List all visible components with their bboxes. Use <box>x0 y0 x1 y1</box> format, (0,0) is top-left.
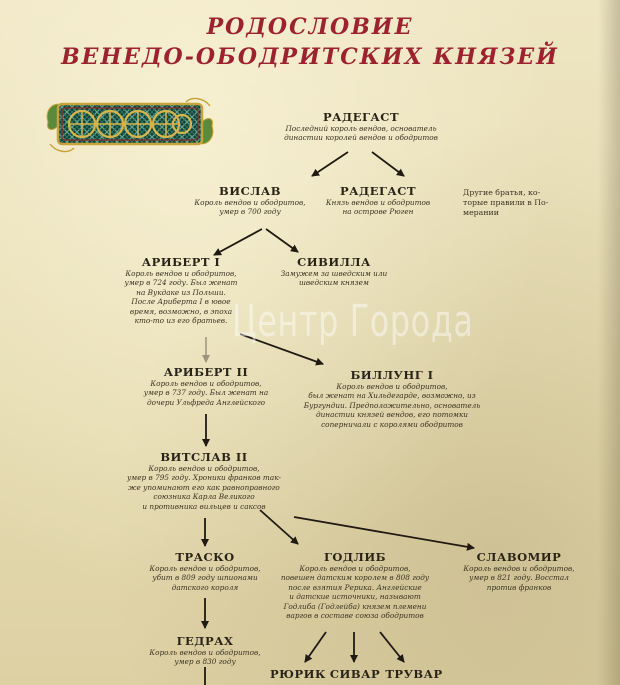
node-name: СИВАР <box>329 667 381 681</box>
node-radegast-1: РАДЕГАСТ Последний король вендов, основа… <box>266 110 456 143</box>
node-trasko: ТРАСКО Король вендов и ободритов, убит в… <box>142 550 268 592</box>
node-truvar: ТРУВАР <box>382 667 446 681</box>
node-name: ГЕДРАХ <box>176 634 234 648</box>
node-name: ТРАСКО <box>175 550 235 564</box>
arrow-vislav-aribert1 <box>213 228 263 256</box>
node-name: РАДЕГАСТ <box>339 184 417 198</box>
arrow-vitslav2-slavomir <box>293 516 475 551</box>
node-description: Замужем за шведским или шведским князем <box>280 269 388 288</box>
node-radegast-2: РАДЕГАСТ Князь вендов и ободритов на ост… <box>314 184 442 217</box>
node-name: СЛАВОМИР <box>476 550 562 564</box>
node-billung-1: БИЛЛУНГ I Король вендов и ободритов, был… <box>290 368 494 429</box>
node-description: Король вендов и ободритов, умер в 724 го… <box>124 269 238 326</box>
node-name: ВИСЛАВ <box>219 184 281 198</box>
node-description: Король вендов и ободритов, умер в 830 го… <box>149 648 261 667</box>
node-description: Последний король вендов, основатель дина… <box>284 124 438 143</box>
watermark: Центр Города <box>232 296 474 347</box>
node-name: РАДЕГАСТ <box>322 110 400 124</box>
node-gedrakh: ГЕДРАХ Король вендов и ободритов, умер в… <box>140 634 270 667</box>
node-description: Король вендов и ободритов, умер в 795 го… <box>126 464 282 511</box>
arrow-godlib-truvar <box>379 631 405 663</box>
node-description: Король вендов и ободритов, повешен датск… <box>280 564 430 621</box>
celtic-knot-ornament-icon <box>46 97 214 153</box>
arrow-aribert1-billung1 <box>239 333 324 366</box>
node-ryurik: РЮРИК <box>268 667 328 681</box>
node-description: Король вендов и ободритов, умер в 700 го… <box>194 198 306 217</box>
node-name: АРИБЕРТ II <box>163 365 249 379</box>
arrow-vitslav2-godlib <box>259 509 299 545</box>
node-name: ГОДЛИБ <box>323 550 387 564</box>
node-slavomir: СЛАВОМИР Король вендов и ободритов, умер… <box>454 550 584 592</box>
node-name: АРИБЕРТ I <box>141 255 221 269</box>
node-vitslav-2: ВИТСЛАВ II Король вендов и ободритов, ум… <box>116 450 292 511</box>
node-sivar: СИВАР <box>328 667 382 681</box>
side-note-brothers: Другие братья, ко- торые правили в По- м… <box>463 188 549 217</box>
arrow-vislav-sibilla <box>265 228 299 253</box>
node-name: ТРУВАР <box>385 667 443 681</box>
page-edge-shadow <box>598 0 620 685</box>
node-name: БИЛЛУНГ I <box>350 368 434 382</box>
node-aribert-2: АРИБЕРТ II Король вендов и ободритов, ум… <box>136 365 276 407</box>
title-line-2: ВЕНЕДО-ОБОДРИТСКИХ КНЯЗЕЙ <box>61 44 559 70</box>
node-description: Король вендов и ободритов, умер в 737 го… <box>143 379 269 407</box>
node-description: Князь вендов и ободритов на острове Рюге… <box>325 198 431 217</box>
node-description: Король вендов и ободритов, был женат на … <box>303 382 481 429</box>
node-name: РЮРИК <box>270 667 326 681</box>
node-name: СИВИЛЛА <box>297 255 371 269</box>
node-vislav: ВИСЛАВ Король вендов и ободритов, умер в… <box>190 184 310 217</box>
node-name: ВИТСЛАВ II <box>160 450 248 464</box>
title-line-1: РОДОСЛОВИЕ <box>206 14 414 40</box>
arrow-godlib-ryurik <box>304 631 327 663</box>
node-description: Король вендов и ободритов, умер в 821 го… <box>463 564 575 592</box>
node-description: Король вендов и ободритов, убит в 809 го… <box>149 564 261 592</box>
node-sibilla: СИВИЛЛА Замужем за шведским или шведским… <box>274 255 394 288</box>
arrow-radegast-radegast <box>371 151 405 177</box>
arrow-radegast-vislav <box>311 151 349 177</box>
node-aribert-1: АРИБЕРТ I Король вендов и ободритов, уме… <box>116 255 246 325</box>
node-godlib: ГОДЛИБ Король вендов и ободритов, повеше… <box>270 550 440 620</box>
